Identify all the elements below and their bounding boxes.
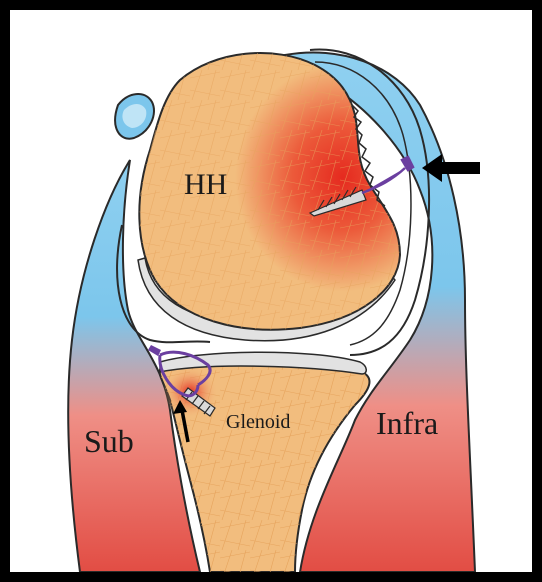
diagram-canvas: HH Glenoid Sub Infra bbox=[10, 10, 532, 572]
label-subscapularis: Sub bbox=[84, 423, 134, 459]
label-glenoid: Glenoid bbox=[226, 411, 290, 433]
label-humeral-head: HH bbox=[184, 168, 227, 201]
shoulder-joint-diagram: HH Glenoid Sub Infra bbox=[10, 10, 532, 572]
label-infraspinatus: Infra bbox=[376, 405, 438, 441]
